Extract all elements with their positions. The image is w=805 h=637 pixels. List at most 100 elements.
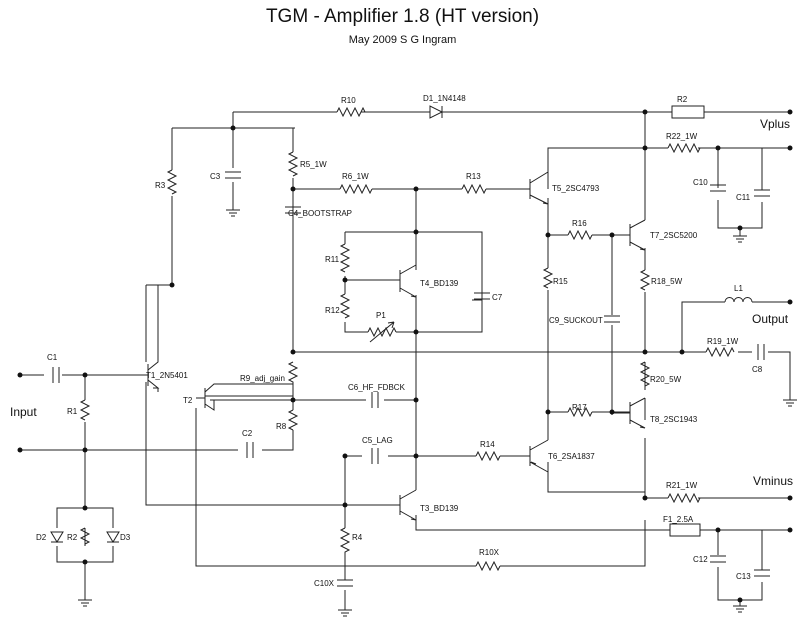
label-p1: P1 [376,311,386,320]
label-t5: T5_2SC4793 [552,184,600,193]
label-r2-top: R2 [677,95,688,104]
potentiometer-p1 [367,321,397,343]
diode-d2 [50,531,64,543]
page-subtitle: May 2009 S G Ingram [348,34,457,46]
transistor-t8 [612,397,646,429]
label-r11: R11 [325,255,340,264]
diode-d3 [106,531,120,543]
ground-c3 [226,209,240,217]
label-vminus: Vminus [753,474,793,488]
label-c11: C11 [736,193,751,202]
resistor-r5 [287,151,299,177]
resistor-r21 [667,492,701,504]
label-input: Input [10,405,37,419]
resistor-r12 [339,293,351,319]
resistor-r1 [79,399,91,421]
capacitor-c3 [225,171,241,179]
label-c2: C2 [242,429,253,438]
transistor-t5 [520,148,549,205]
label-c8: C8 [752,365,763,374]
label-r6: R6_1W [342,172,369,181]
label-r10: R10 [341,96,356,105]
label-c7: C7 [492,293,503,302]
capacitor-c10 [710,184,726,192]
label-r18: R18_5W [651,277,683,286]
label-c6: C6_HF_FDBCK [348,383,406,392]
capacitor-c7 [474,292,490,300]
diodes [50,105,452,543]
label-l1: L1 [734,284,743,293]
label-r21: R21_1W [666,481,698,490]
resistor-r17 [567,406,593,418]
fuse-f1 [669,523,701,537]
capacitor-c1 [52,367,60,383]
resistor-r16 [567,229,593,241]
capacitor-c6 [371,392,379,408]
capacitor-c8 [757,344,765,360]
resistor-r9 [287,361,299,388]
label-c1: C1 [47,353,58,362]
page-title: TGM - Amplifier 1.8 (HT version) [265,6,540,27]
label-r1: R1 [67,407,78,416]
label-r4: R4 [352,533,363,542]
label-r13: R13 [466,172,481,181]
ground-c10 [733,235,747,243]
label-c10x: C10X [314,579,335,588]
ground-c8 [783,399,797,407]
resistor-r2-bottom [79,527,91,545]
capacitor-c11 [754,189,770,197]
resistor-r18 [639,269,651,291]
component-labels: R10 D1_1N4148 R2 Vplus R22_1W R3 C3 R5_1… [10,94,793,588]
resistors [79,105,735,572]
transistor-t7 [612,219,646,251]
label-r5: R5_1W [300,160,327,169]
ground-d2 [78,599,92,607]
label-output: Output [752,312,789,326]
resistor-r3 [166,169,178,195]
label-t8: T8_2SC1943 [650,415,698,424]
capacitor-c10x [337,579,353,587]
label-d1: D1_1N4148 [423,94,466,103]
junction-dots [17,109,793,603]
label-d2: D2 [36,533,47,542]
label-r2-bottom: R2 [67,533,78,542]
label-c4: C4_BOOTSTRAP [288,209,352,218]
resistor-r6 [339,183,373,195]
label-r22: R22_1W [666,132,698,141]
capacitors [52,171,770,587]
label-r14: R14 [480,440,495,449]
resistor-r10 [336,106,366,118]
capacitor-c4 [285,206,301,214]
resistor-r19 [705,346,735,358]
ground-c10x [338,609,352,617]
transistor-t1 [132,285,160,392]
transistor-t3 [390,489,417,521]
resistor-r4 [339,527,351,556]
label-c13: C13 [736,572,751,581]
capacitor-c13 [754,569,770,577]
resistor-r13 [461,183,487,195]
resistor-r2-top [671,105,705,119]
label-r8: R8 [276,422,287,431]
label-r17: R17 [572,403,587,412]
label-r15: R15 [553,277,568,286]
capacitor-c2 [246,442,254,458]
capacitor-c5 [371,448,379,464]
label-f1: F1_2.5A [663,515,694,524]
ground-symbols [78,209,797,617]
transistor-t4 [390,264,417,298]
resistor-r14 [475,450,501,462]
resistor-r22 [667,142,701,154]
label-vplus: Vplus [760,117,790,131]
label-d3: D3 [120,533,131,542]
resistor-r11 [339,243,351,273]
label-t2: T2 [183,396,193,405]
label-r19: R19_1W [707,337,739,346]
label-c9: C9_SUCKOUT [549,316,603,325]
label-c10: C10 [693,178,708,187]
resistor-r15 [542,267,554,289]
label-c12: C12 [693,555,708,564]
capacitor-c12 [710,555,726,563]
